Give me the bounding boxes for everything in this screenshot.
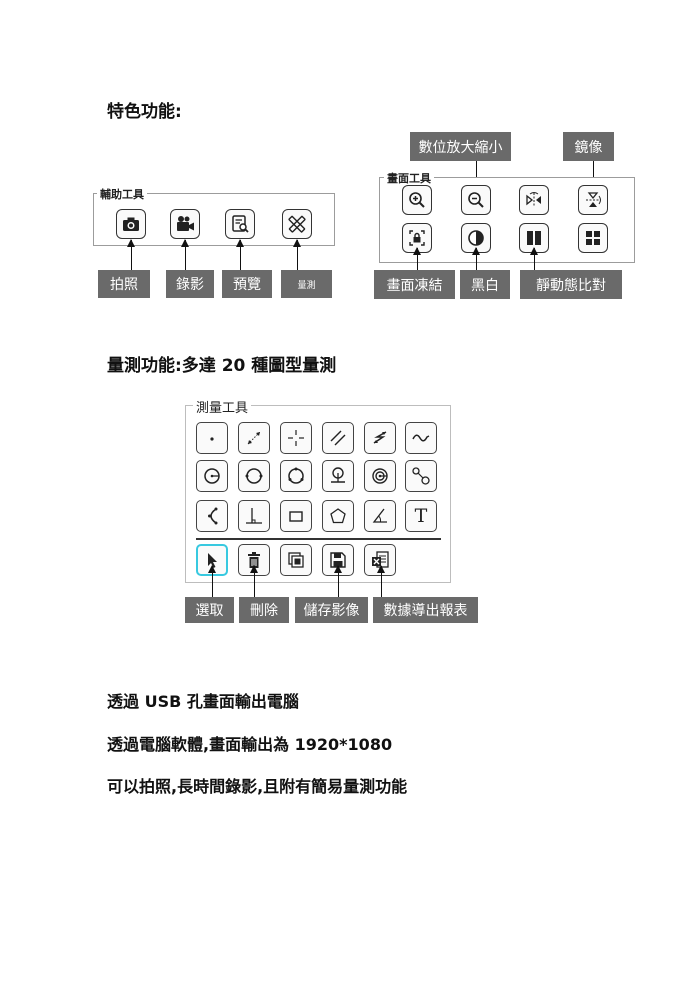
label-compare: 靜動態比對 [520, 270, 622, 299]
parallel-lines-icon [330, 430, 346, 446]
black-white-button[interactable] [461, 223, 491, 253]
zoom-in-icon [409, 192, 425, 208]
floppy-disk-icon [330, 552, 346, 568]
perpendicular-icon [246, 508, 262, 524]
contrast-icon [468, 230, 484, 246]
concentric-circles-icon [372, 468, 388, 484]
quad-compare-button[interactable] [578, 223, 608, 253]
circle-radius-icon [204, 468, 220, 484]
body-line-resolution: 透過電腦軟體,畫面輸出為 1920*1080 [107, 735, 393, 754]
label-select: 選取 [185, 597, 234, 623]
screen-tools-title: 畫面工具 [384, 170, 434, 186]
flip-vertical-icon [586, 192, 601, 207]
zoom-out-button[interactable] [461, 185, 491, 215]
angle-tool[interactable] [364, 500, 396, 532]
diagonal-measure-icon [247, 431, 261, 445]
aux-tools-title: 輔助工具 [97, 186, 147, 202]
document-search-icon [232, 215, 249, 233]
body-line-features: 可以拍照,長時間錄影,且附有簡易量測功能 [107, 777, 408, 796]
label-photo: 拍照 [98, 270, 150, 298]
zoom-out-icon [468, 192, 484, 208]
body-line-usb: 透過 USB 孔畫面輸出電腦 [107, 692, 299, 711]
flip-horizontal-icon [526, 192, 541, 207]
mirror-vertical-button[interactable] [578, 185, 608, 215]
cursor-arrow-icon [208, 553, 217, 568]
point-icon [210, 437, 214, 441]
label-record: 錄影 [166, 270, 214, 298]
line-length-tool[interactable] [238, 422, 270, 454]
label-preview: 預覽 [222, 270, 272, 298]
delete-tool[interactable] [238, 544, 270, 576]
circle-on-line-icon [331, 467, 345, 483]
circle-to-line-tool[interactable] [322, 460, 354, 492]
measure-tools-separator [196, 538, 441, 540]
zigzag-arrow-icon [373, 431, 387, 444]
text-tool[interactable]: T [405, 500, 437, 532]
arrow-freeze [413, 247, 421, 270]
features-heading: 特色功能: [107, 102, 182, 122]
two-circles-icon [412, 467, 430, 485]
circle-three-point-icon [288, 467, 304, 484]
arrow-delete [250, 565, 258, 597]
label-digital-zoom: 數位放大縮小 [410, 132, 511, 161]
ruler-pencil-icon [288, 215, 306, 233]
trash-icon [248, 552, 260, 568]
measure-tools-title: 測量工具 [193, 397, 252, 416]
arrow-photo [127, 239, 135, 270]
mirror-horizontal-button[interactable] [519, 185, 549, 215]
text-tool-glyph: T [414, 505, 428, 527]
crosshair-tool[interactable] [280, 422, 312, 454]
curve-tool[interactable] [405, 422, 437, 454]
crosshair-icon [288, 430, 304, 446]
preview-button[interactable] [225, 209, 255, 239]
arrow-save-image [334, 565, 342, 597]
circle-two-point-icon [245, 468, 263, 484]
measure-heading: 量測功能:多達 20 種圖型量測 [107, 356, 337, 376]
label-bw: 黑白 [460, 270, 510, 299]
circle-three-point-tool[interactable] [280, 460, 312, 492]
polygon-tool[interactable] [322, 500, 354, 532]
video-camera-icon [177, 216, 194, 231]
point-tool[interactable] [196, 422, 228, 454]
camera-button[interactable] [116, 209, 146, 239]
label-delete: 刪除 [239, 597, 289, 623]
rectangle-icon [289, 511, 303, 522]
pentagon-icon [330, 508, 346, 524]
circle-distance-tool[interactable] [405, 460, 437, 492]
label-mirror: 鏡像 [563, 132, 614, 161]
circle-center-radius-tool[interactable] [196, 460, 228, 492]
wave-icon [412, 434, 430, 442]
arrow-export [377, 565, 385, 597]
circle-two-point-tool[interactable] [238, 460, 270, 492]
rectangle-tool[interactable] [280, 500, 312, 532]
copy-tool[interactable] [280, 544, 312, 576]
label-measure: 量測 [281, 270, 332, 298]
arc-icon [208, 507, 218, 525]
zoom-in-button[interactable] [402, 185, 432, 215]
arrow-measure [293, 239, 301, 270]
label-export: 數據導出報表 [373, 597, 478, 623]
point-to-line-tool[interactable] [238, 500, 270, 532]
grid-four-icon [586, 231, 600, 245]
lock-frame-icon [409, 230, 425, 246]
label-save-image: 儲存影像 [295, 597, 368, 623]
video-record-button[interactable] [170, 209, 200, 239]
arrow-preview [236, 239, 244, 270]
arrow-select [208, 565, 216, 597]
arc-tool[interactable] [196, 500, 228, 532]
angle-icon [372, 508, 387, 523]
concentric-circle-tool[interactable] [364, 460, 396, 492]
arrow-record [181, 239, 189, 270]
parallel-lines-tool[interactable] [322, 422, 354, 454]
split-two-icon [527, 231, 541, 245]
camera-icon [123, 217, 139, 231]
perpendicular-distance-tool[interactable] [364, 422, 396, 454]
measure-tools-button[interactable] [282, 209, 312, 239]
copy-icon [288, 552, 304, 568]
label-freeze: 畫面凍結 [374, 270, 455, 299]
arrow-bw [472, 247, 480, 270]
arrow-compare [530, 247, 538, 270]
